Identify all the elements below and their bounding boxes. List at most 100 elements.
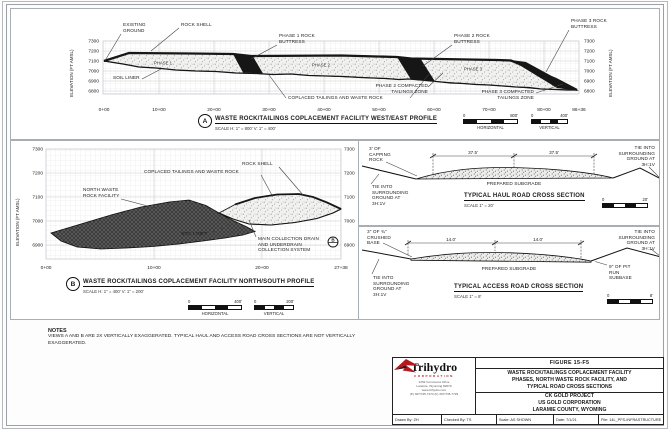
haul-road-body	[415, 167, 614, 180]
svg-text:6900: 6900	[584, 79, 595, 85]
svg-text:6800: 6800	[88, 89, 99, 95]
north-waste-rock-body	[50, 199, 257, 250]
view-bubble-a: A	[198, 114, 212, 128]
panel-haul-road: 37.5' 37.5' 3' OF CAPPING ROCK TIE INTO …	[358, 140, 660, 226]
date-cell: Date: 7/1/21	[554, 415, 599, 424]
svg-text:30+00: 30+00	[262, 107, 276, 113]
svg-text:40+00: 40+00	[317, 107, 331, 113]
label-prepared-subgrade: PREPARED SUBGRADE	[481, 266, 537, 271]
label-phase2-zone: PHASE 2 COMPACTED TAILINGS ZONE	[375, 83, 428, 94]
logo-subtitle: CORPORATION	[414, 373, 454, 378]
scale-bar-horizontal: 0 400' HORIZONTAL	[188, 299, 242, 316]
phase3-label: PHASE 3	[464, 67, 483, 72]
title-block: Trihydro CORPORATION 1252 Commerce Drive…	[392, 357, 664, 425]
scale-max: 400'	[234, 299, 242, 304]
scale-bar-caption: HORIZONTAL	[201, 310, 229, 316]
sheet-title: WASTE ROCK/TAILINGS COPLACEMENT FACILITY…	[476, 369, 663, 394]
scale-max: 400'	[560, 113, 568, 118]
svg-text:7000: 7000	[344, 219, 355, 225]
svg-text:7100: 7100	[584, 59, 595, 65]
label-tie-right: TIE INTO SURROUNDING GROUND AT 3H:1V	[618, 229, 655, 251]
north-south-profile-plot: B 7300 7200 7100 7000 6900 7300 7200	[32, 147, 355, 271]
label-soil-liner: SOIL LINER	[113, 75, 140, 80]
scale-zero: 0	[188, 299, 191, 304]
rock-buttresses	[233, 54, 579, 91]
leader-lines	[105, 27, 570, 99]
label-phase3-buttress: PHASE 3 ROCK BUTTRESS	[571, 18, 607, 29]
panel-west-east-profile: PHASE 1 PHASE 2 PHASE 3 7300 7200 7100	[10, 8, 660, 140]
label-collection-system: MAIN COLLECTION DRAIN AND UNDERDRAIN COL…	[258, 236, 319, 253]
label-crushed-base: 3" OF ¾" CRUSHED BASE	[367, 229, 391, 246]
svg-text:80+00: 80+00	[537, 107, 551, 113]
elevation-axis-label: ELEVATION (FT AMSL)	[15, 198, 20, 246]
rock-shell-band-b	[234, 193, 342, 210]
svg-text:7200: 7200	[584, 49, 595, 55]
soil-liner-line-b	[218, 208, 342, 226]
label-existing-ground: EXISTING GROUND	[123, 22, 146, 33]
scale-bar-graphic	[463, 118, 518, 124]
panel-b-scale-note: SCALE H: 1" = 400' V: 1" = 200'	[83, 289, 144, 294]
dimension-lines	[404, 240, 585, 258]
phase2-label: PHASE 2	[312, 63, 331, 68]
scale-bar-graphic	[254, 304, 294, 310]
scale-zero: 0	[463, 113, 466, 118]
dim-right: 37.5'	[549, 150, 559, 155]
label-phase2-buttress: PHASE 2 ROCK BUTTRESS	[454, 33, 490, 44]
svg-text:B: B	[331, 238, 335, 243]
access-road-scale-note: SCALE 1" = 8'	[454, 294, 482, 299]
svg-text:20+00: 20+00	[255, 265, 269, 271]
west-east-profile-plot: PHASE 1 PHASE 2 PHASE 3 7300 7200 7100	[88, 27, 595, 113]
svg-text:6900: 6900	[344, 243, 355, 249]
file-cell: File: 14L_PFS-INFRASTRUCTURE	[601, 417, 662, 422]
soil-liner-line	[103, 60, 577, 91]
svg-text:7200: 7200	[88, 49, 99, 55]
leader-lines	[371, 242, 659, 275]
access-road-body	[410, 252, 592, 263]
haul-road-title: TYPICAL HAUL ROAD CROSS SECTION	[464, 193, 585, 201]
title-block-footer: Drawn By: ZH Checked By: TS Scale: AS SH…	[393, 414, 663, 424]
scale-bar-graphic	[188, 304, 242, 310]
panel-a-scale-note: SCALE H: 1" = 800' V: 1" = 400'	[215, 126, 276, 131]
label-coplaced-tailings: COPLACED TAILINGS AND WASTE ROCK	[288, 95, 383, 100]
svg-text:6800: 6800	[584, 89, 595, 95]
panel-b-title: WASTE ROCK/TAILINGS COPLACEMENT FACILITY…	[83, 279, 315, 287]
svg-text:20+00: 20+00	[207, 107, 221, 113]
figure-number: FIGURE 15-F5	[476, 358, 663, 369]
scale-max: 20'	[642, 197, 648, 202]
dimension-lines	[429, 153, 598, 175]
scale-bar-graphic	[602, 202, 648, 208]
label-prepared-subgrade: PREPARED SUBGRADE	[486, 181, 542, 186]
access-road-section: 14.0' 14.0'	[361, 237, 659, 275]
label-coplaced-tailings: COPLACED TAILINGS AND WASTE ROCK	[144, 169, 239, 174]
notes-heading: NOTES	[48, 328, 67, 334]
label-phase3-zone: PHASE 3 COMPACTED TAILINGS ZONE	[481, 89, 534, 100]
svg-text:7300: 7300	[88, 39, 99, 45]
access-road-title: TYPICAL ACCESS ROAD CROSS SECTION	[454, 284, 584, 292]
y-axis-left: 7300 7200 7100 7000 6900	[32, 147, 43, 249]
y-axis-right: 7300 7200 7100 7000 6900 6800	[584, 39, 595, 95]
svg-text:0+00: 0+00	[41, 265, 52, 271]
svg-text:7300: 7300	[584, 39, 595, 45]
svg-text:7100: 7100	[344, 195, 355, 201]
project-name: CK GOLD PROJECT US GOLD CORPORATION LARA…	[532, 393, 607, 413]
scale-zero: 0	[531, 113, 534, 118]
svg-text:50+00: 50+00	[372, 107, 386, 113]
company-logo-cell: Trihydro CORPORATION 1252 Commerce Drive…	[393, 358, 476, 414]
x-axis: 0+00 10+00 20+00 27+38	[41, 265, 348, 271]
label-tie-left: TIE INTO SURROUNDING GROUND AT 3H:1V	[373, 275, 410, 297]
label-phase1-buttress: PHASE 1 ROCK BUTTRESS	[279, 33, 315, 44]
svg-text:7000: 7000	[88, 69, 99, 75]
elevation-axis-label-left: ELEVATION (FT AMSL)	[69, 49, 74, 97]
panel-north-south-profile: B 7300 7200 7100 7000 6900 7300 7200	[10, 140, 360, 320]
phase1-label: PHASE 1	[154, 61, 173, 66]
scale-bar-caption: HORIZONTAL	[477, 124, 504, 130]
svg-text:10+00: 10+00	[152, 107, 166, 113]
scale-max: 800'	[510, 113, 518, 118]
svg-text:7000: 7000	[584, 69, 595, 75]
panel-a-title: WASTE ROCK/TAILINGS COPLACEMENT FACILITY…	[215, 116, 438, 124]
